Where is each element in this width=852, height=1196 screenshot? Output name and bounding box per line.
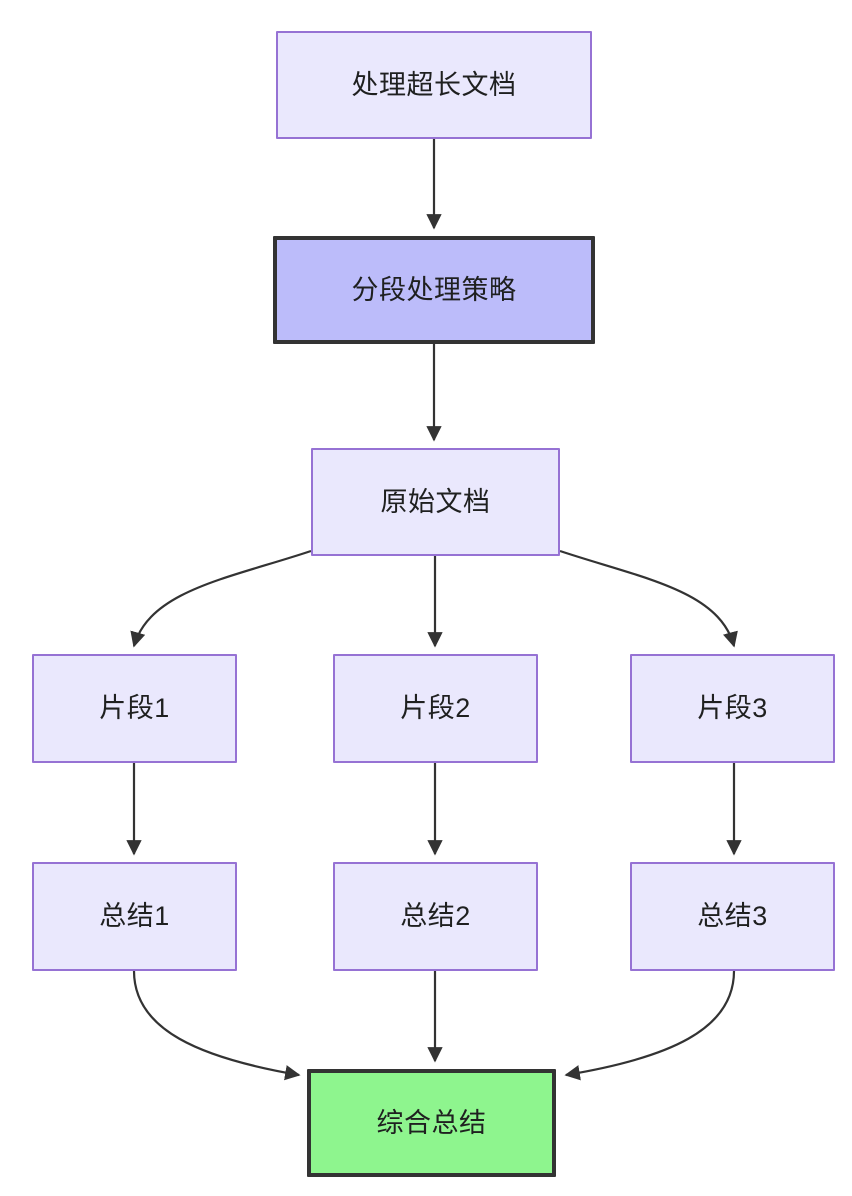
node-chunk-3[interactable]: 片段3	[630, 654, 835, 763]
node-label: 总结1	[99, 901, 170, 932]
node-label: 片段2	[400, 693, 471, 724]
node-label: 分段处理策略	[351, 274, 517, 305]
node-process-long-document[interactable]: 处理超长文档	[276, 31, 592, 139]
node-summary-1[interactable]: 总结1	[32, 862, 237, 971]
node-final-summary[interactable]: 综合总结	[307, 1069, 556, 1177]
edge-source-to-chunk3	[559, 549, 738, 648]
edge-summary3-to-final	[564, 970, 736, 1081]
node-summary-3[interactable]: 总结3	[630, 862, 835, 971]
node-label: 片段1	[99, 693, 170, 724]
edge-source-to-chunk1	[130, 549, 312, 648]
node-label: 总结2	[400, 901, 471, 932]
node-chunk-1[interactable]: 片段1	[32, 654, 237, 763]
node-label: 综合总结	[376, 1107, 487, 1138]
edge-summary1-to-final	[132, 970, 301, 1081]
node-chunk-2[interactable]: 片段2	[333, 654, 538, 763]
node-label: 处理超长文档	[351, 69, 517, 100]
node-source-document[interactable]: 原始文档	[311, 448, 560, 556]
node-label: 片段3	[697, 693, 768, 724]
node-label: 总结3	[697, 901, 768, 932]
node-chunking-strategy[interactable]: 分段处理策略	[273, 236, 595, 344]
node-label: 原始文档	[380, 486, 491, 517]
node-summary-2[interactable]: 总结2	[333, 862, 538, 971]
